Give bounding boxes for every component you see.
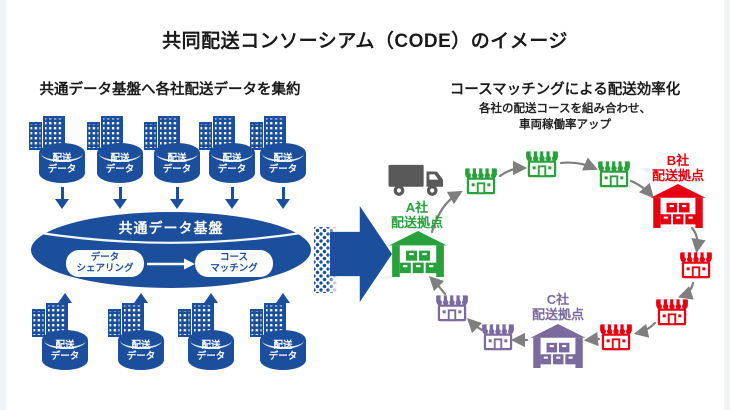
right-section-subtitle-line1: 各社の配送コースを組み合わせ、 bbox=[479, 103, 651, 115]
store-icon-red bbox=[655, 298, 689, 326]
delivery-data-cylinder: 配送 データ bbox=[260, 330, 306, 370]
flow-arrow-icon bbox=[147, 258, 195, 270]
route-arrows bbox=[428, 157, 706, 348]
store-icon-green bbox=[525, 150, 559, 178]
warehouse-a-icon bbox=[389, 231, 447, 277]
truck-icon bbox=[388, 162, 446, 200]
data-source: 配送 データ bbox=[87, 116, 147, 212]
delivery-data-cylinder: 配送 データ bbox=[209, 143, 255, 183]
delivery-data-cylinder: 配送 データ bbox=[260, 143, 306, 183]
right-section-subtitle-line2: 車両稼働率アップ bbox=[519, 119, 611, 131]
left-edge-border bbox=[0, 0, 6, 410]
data-source: 配送 データ bbox=[144, 116, 204, 212]
common-data-platform: 共通データ基盤 データ シェアリング コース マッチング bbox=[31, 212, 311, 288]
hub-a-label: A社 配送拠点 bbox=[390, 200, 443, 231]
data-source: 配送 データ bbox=[199, 116, 259, 212]
delivery-data-cylinder: 配送 データ bbox=[97, 143, 143, 183]
delivery-data-label: 配送 データ bbox=[268, 339, 298, 362]
data-source: 配送 データ bbox=[178, 293, 238, 389]
page-title: 共同配送コンソーシアム（CODE）のイメージ bbox=[162, 31, 568, 52]
right-section-heading: コースマッチングによる配送効率化 bbox=[449, 82, 681, 98]
data-source: 配送 データ bbox=[250, 293, 310, 389]
platform-label: 共通データ基盤 bbox=[118, 220, 224, 236]
down-arrow-icon bbox=[55, 187, 69, 209]
store-icon-red bbox=[679, 251, 713, 279]
store-icon-green bbox=[464, 167, 498, 195]
delivery-data-cylinder: 配送 データ bbox=[42, 330, 88, 370]
left-section-heading: 共通データ基盤へ各社配送データを集約 bbox=[39, 82, 301, 98]
delivery-data-label: 配送 データ bbox=[196, 339, 226, 362]
hub-b-label: B社 配送拠点 bbox=[651, 153, 704, 184]
delivery-data-label: 配送 データ bbox=[50, 339, 80, 362]
data-source: 配送 データ bbox=[108, 293, 168, 389]
delivery-data-label: 配送 データ bbox=[105, 152, 135, 175]
data-source: 配送 データ bbox=[32, 293, 92, 389]
down-arrow-icon bbox=[113, 187, 127, 209]
right-edge-border bbox=[724, 0, 730, 410]
data-sharing-box: データ シェアリング bbox=[66, 250, 144, 277]
down-arrow-icon bbox=[225, 187, 239, 209]
hub-c-label: C社 配送拠点 bbox=[531, 292, 584, 323]
down-arrow-icon bbox=[170, 187, 184, 209]
delivery-data-cylinder: 配送 データ bbox=[39, 143, 85, 183]
delivery-data-cylinder: 配送 データ bbox=[188, 330, 234, 370]
store-icon-red bbox=[599, 323, 633, 351]
store-icon-purple bbox=[435, 294, 469, 322]
data-source: 配送 データ bbox=[29, 116, 89, 212]
store-icon-green bbox=[597, 160, 631, 188]
store-icon-purple bbox=[481, 323, 515, 351]
delivery-data-label: 配送 データ bbox=[126, 339, 156, 362]
delivery-data-label: 配送 データ bbox=[217, 152, 247, 175]
delivery-data-label: 配送 データ bbox=[47, 152, 77, 175]
delivery-data-label: 配送 データ bbox=[162, 152, 192, 175]
delivery-data-cylinder: 配送 データ bbox=[118, 330, 164, 370]
down-arrow-icon bbox=[276, 187, 290, 209]
course-matching-box: コース マッチング bbox=[195, 250, 273, 277]
delivery-data-cylinder: 配送 データ bbox=[154, 143, 200, 183]
data-source: 配送 データ bbox=[250, 116, 310, 212]
delivery-data-label: 配送 データ bbox=[268, 152, 298, 175]
warehouse-c-icon bbox=[530, 324, 586, 368]
warehouse-b-icon bbox=[650, 184, 706, 228]
